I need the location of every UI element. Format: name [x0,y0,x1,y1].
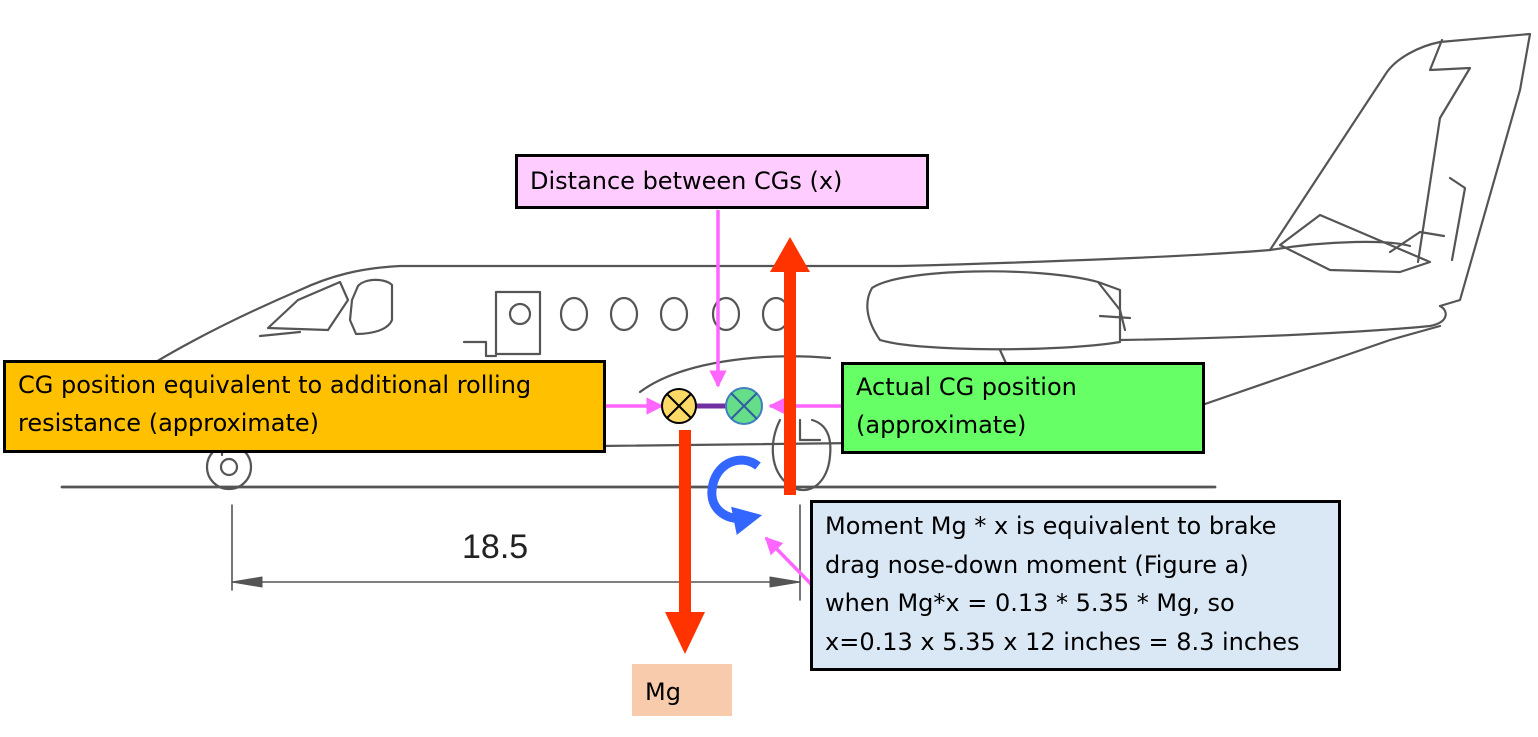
actual-cg-line-2: (approximate) [856,411,1027,439]
moment-pointer-arrow [764,536,814,587]
cg-equivalent-line-1: CG position equivalent to additional rol… [18,371,532,399]
cg-equivalent-position-label: CG position equivalent to additional rol… [3,360,606,453]
weight-force-arrow [665,430,705,654]
actual-cg-marker-icon [725,387,763,425]
weight-mg-label: Mg [632,664,732,716]
actual-cg-line-1: Actual CG position [856,373,1077,401]
upward-force-arrow [770,237,810,495]
distance-between-cgs-label: Distance between CGs (x) [515,154,929,209]
moment-line-2: drag nose-down moment (Figure a) [825,550,1249,579]
actual-cg-position-label: Actual CG position (approximate) [841,362,1205,454]
moment-line-1: Moment Mg * x is equivalent to brake [825,512,1277,540]
moment-explanation-box: Moment Mg * x is equivalent to brake dra… [810,500,1341,671]
wheelbase-dimension-label: 18.5 [462,528,529,566]
moment-rotation-arrow-icon [707,455,763,535]
cg-equivalent-marker-icon [661,388,697,424]
moment-line-3: when Mg*x = 0.13 * 5.35 * Mg, so [825,589,1235,617]
cg-equivalent-line-2: resistance (approximate) [18,409,320,437]
moment-line-4: x=0.13 x 5.35 x 12 inches = 8.3 inches [825,627,1300,656]
